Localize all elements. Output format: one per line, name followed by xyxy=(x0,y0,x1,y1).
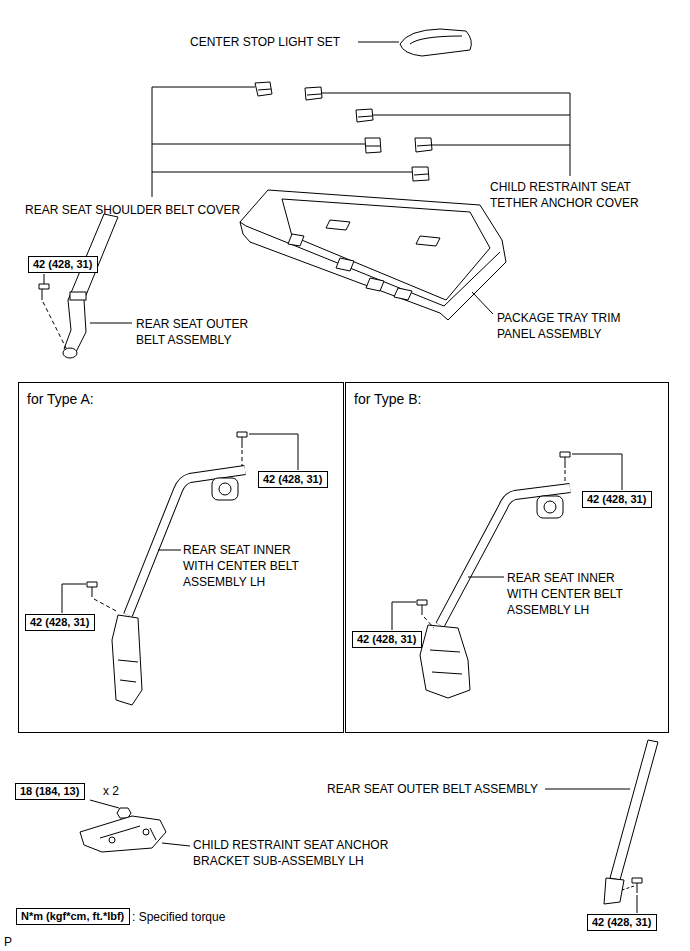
bolt xyxy=(39,284,49,300)
leader-line xyxy=(572,454,622,490)
outer-belt xyxy=(610,740,658,880)
package-tray-edge xyxy=(240,222,500,306)
inner-belt xyxy=(128,470,245,615)
legend-box: N*m (kgf*cm, ft.*lbf) xyxy=(16,908,130,925)
part-name: REAR SEAT SHOULDER BELT COVER xyxy=(25,202,240,218)
inner-belt-fill xyxy=(128,470,245,615)
torque-value: 42 (428, 31) xyxy=(587,493,646,506)
buckle xyxy=(420,625,470,698)
leader-line xyxy=(358,42,399,43)
tray-hole xyxy=(288,220,440,300)
page-mark: P xyxy=(4,934,12,950)
leader-line xyxy=(472,292,493,314)
leader-line xyxy=(637,895,638,913)
part-name: REAR SEAT INNER WITH CENTER BELT ASSEMBL… xyxy=(183,542,313,590)
leader-line xyxy=(90,800,119,808)
part-name: CENTER STOP LIGHT SET xyxy=(190,34,340,50)
torque-box: 42 (428, 31) xyxy=(587,914,657,931)
torque-box: 42 (428, 31) xyxy=(258,471,328,488)
retractor xyxy=(537,496,563,518)
buckle xyxy=(112,615,142,705)
panel-heading: for Type B: xyxy=(354,391,421,407)
part-name: CHILD RESTRAINT SEAT ANCHOR BRACKET SUB-… xyxy=(193,837,421,869)
torque-box: 42 (428, 31) xyxy=(352,631,422,648)
torque-value: 42 (428, 31) xyxy=(263,473,322,486)
part-name: REAR SEAT OUTER BELT ASSEMBLY xyxy=(327,781,538,797)
torque-box: 18 (184, 13) xyxy=(15,783,85,800)
install-line xyxy=(43,302,66,348)
stop-light-detail xyxy=(410,36,462,44)
part-name: REAR SEAT INNER WITH CENTER BELT ASSEMBL… xyxy=(507,570,637,618)
anchor-bracket xyxy=(80,816,166,852)
retractor xyxy=(212,478,238,500)
panel-heading: for Type A: xyxy=(27,391,94,407)
torque-value: 18 (184, 13) xyxy=(20,785,79,798)
leader-line xyxy=(62,584,86,613)
torque-box: 42 (428, 31) xyxy=(28,256,98,273)
variant-panel: for Type A: 42 (428, 31) 42 (428, 31) xyxy=(18,382,344,733)
package-tray xyxy=(240,190,506,320)
belt-anchor xyxy=(63,348,77,358)
torque-value: 42 (428, 31) xyxy=(592,916,651,929)
leader-line xyxy=(44,274,45,284)
leader-bracket xyxy=(152,87,412,197)
bolt xyxy=(87,582,97,597)
leader-line xyxy=(545,789,630,790)
leader-line xyxy=(90,323,132,324)
stop-light xyxy=(400,29,471,56)
torque-value: N*m (kgf*cm, ft.*lbf) xyxy=(21,910,124,923)
cover-set xyxy=(255,82,432,181)
outer-belt xyxy=(64,214,118,352)
quantity-note: x 2 xyxy=(103,783,119,799)
bolt xyxy=(560,452,570,468)
belt-guide xyxy=(70,292,86,300)
leader-line xyxy=(392,602,416,630)
package-tray-recess xyxy=(282,199,490,300)
legend-text: : Specified torque xyxy=(132,909,225,925)
part-name: REAR SEAT OUTER BELT ASSEMBLY xyxy=(136,316,254,348)
leader-line xyxy=(249,434,298,470)
part-name: CHILD RESTRAINT SEAT TETHER ANCHOR COVER xyxy=(490,179,668,211)
bolt xyxy=(632,878,642,893)
torque-value: 42 (428, 31) xyxy=(357,633,416,646)
torque-box: 42 (428, 31) xyxy=(25,614,95,631)
torque-box: 42 (428, 31) xyxy=(582,491,652,508)
leader-line xyxy=(468,577,504,578)
bolt xyxy=(237,432,247,448)
torque-value: 42 (428, 31) xyxy=(33,258,92,271)
part-name: PACKAGE TRAY TRIM PANEL ASSEMBLY xyxy=(497,310,649,342)
leader-bracket xyxy=(322,93,570,176)
variant-panel: for Type B: 42 (428, 31) 42 (428, 31) xyxy=(345,382,669,733)
bolt xyxy=(417,600,427,615)
leader-line xyxy=(162,843,190,846)
leader-line xyxy=(158,550,181,551)
torque-value: 42 (428, 31) xyxy=(30,616,89,629)
belt-anchor xyxy=(604,878,624,904)
